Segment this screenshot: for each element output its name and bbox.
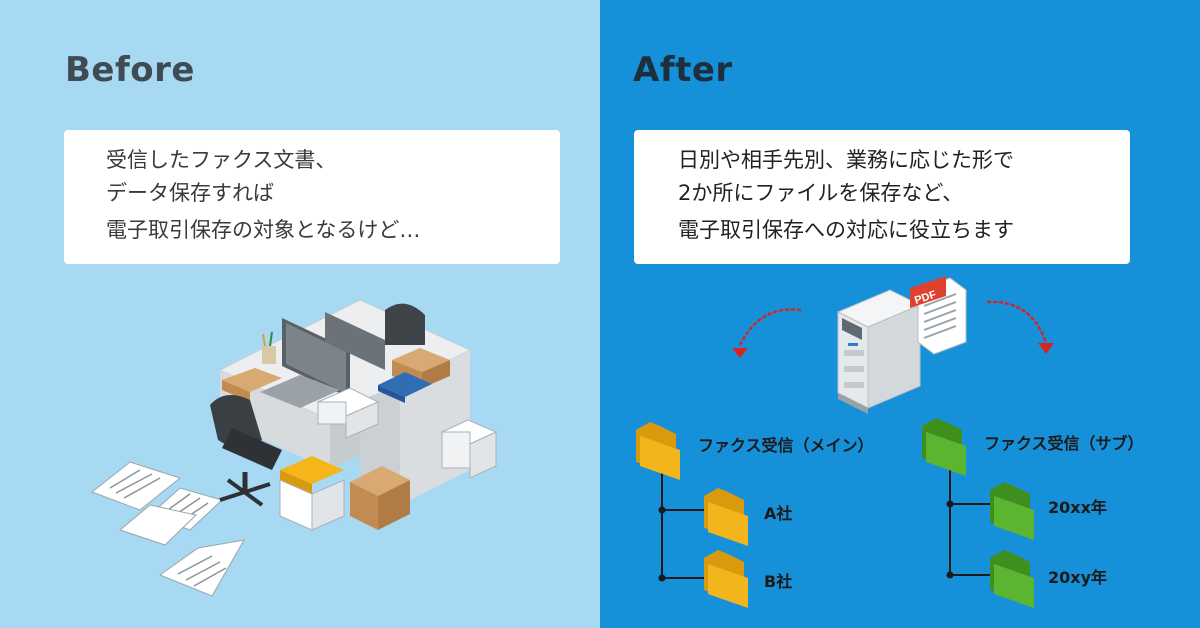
before-heading: Before bbox=[65, 50, 195, 90]
main-folder-icon bbox=[636, 422, 680, 480]
b-company-folder-label: B社 bbox=[764, 572, 793, 591]
pdf-document-icon: PDF bbox=[910, 276, 967, 355]
after-message-line-2: 2か所にファイルを保存など、 bbox=[678, 181, 964, 205]
b-company-folder-icon bbox=[704, 550, 748, 608]
fax-save-illustration: PDF bbox=[636, 276, 1054, 608]
a-company-folder-label: A社 bbox=[764, 504, 793, 523]
year-20xy-folder-icon bbox=[990, 550, 1034, 608]
before-message-line-1: 受信したファクス文書、 bbox=[106, 148, 337, 172]
messy-office-illustration bbox=[90, 299, 498, 597]
front-chair-illustration bbox=[210, 395, 282, 507]
sub-folder-label: ファクス受信（サブ） bbox=[984, 434, 1144, 453]
blue-binder-illustration bbox=[378, 372, 432, 403]
floor-folder-pile-illustration bbox=[279, 456, 345, 531]
after-panel: After 日別や相手先別、業務に応じた形で 2か所にファイルを保存など、 電子… bbox=[600, 0, 1200, 628]
scattered-papers-illustration bbox=[90, 461, 245, 597]
floor-box-illustration bbox=[350, 466, 410, 530]
pencil-cup-illustration bbox=[262, 331, 276, 364]
printer-illustration bbox=[836, 289, 922, 414]
sub-folder-tree-lines bbox=[949, 470, 990, 576]
monitor-illustration bbox=[260, 312, 385, 408]
after-message-box: 日別や相手先別、業務に応じた形で 2か所にファイルを保存など、 電子取引保存への… bbox=[634, 130, 1130, 264]
after-heading: After bbox=[633, 50, 733, 90]
before-panel: Before 受信したファクス文書、 データ保存すれば 電子取引保存の対象となる… bbox=[0, 0, 600, 628]
left-curved-arrow-icon bbox=[732, 308, 802, 358]
main-folder-tree-lines bbox=[661, 470, 704, 579]
after-message-line-1: 日別や相手先別、業務に応じた形で bbox=[678, 148, 1014, 172]
right-curved-arrow-icon bbox=[986, 300, 1054, 354]
before-message-box: 受信したファクス文書、 データ保存すれば 電子取引保存の対象となるけど… bbox=[64, 130, 560, 264]
before-message-line-3: 電子取引保存の対象となるけど… bbox=[106, 218, 421, 242]
year-20xx-folder-label: 20xx年 bbox=[1048, 498, 1107, 517]
sub-folder-icon bbox=[922, 418, 966, 476]
after-message-line-3: 電子取引保存への対応に役立ちます bbox=[678, 218, 1014, 242]
floor-paper-stack-illustration bbox=[440, 419, 498, 479]
before-message-line-2: データ保存すれば bbox=[106, 181, 274, 205]
year-20xx-folder-icon bbox=[990, 482, 1034, 540]
desk-paper-stack-illustration bbox=[316, 387, 380, 439]
a-company-folder-icon bbox=[704, 488, 748, 546]
back-chair-illustration bbox=[385, 303, 425, 345]
main-folder-label: ファクス受信（メイン） bbox=[698, 436, 874, 455]
year-20xy-folder-label: 20xy年 bbox=[1048, 568, 1108, 587]
